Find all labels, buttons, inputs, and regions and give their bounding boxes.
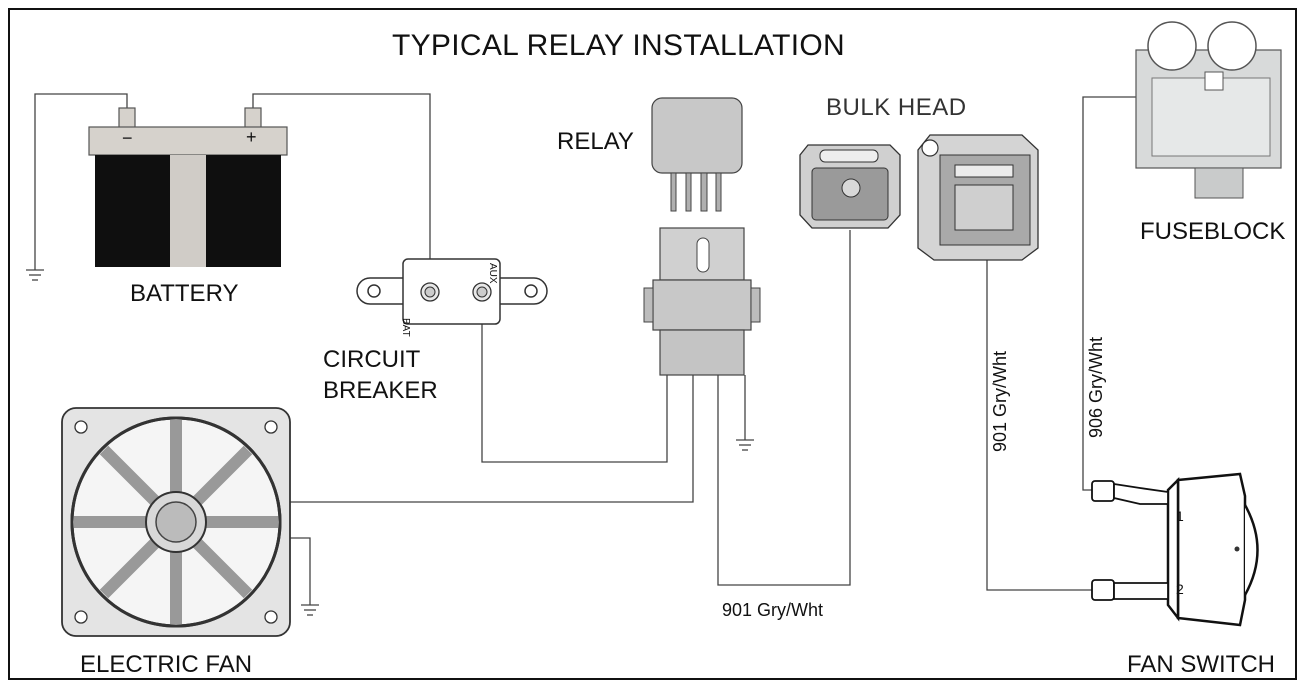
diagram-title: TYPICAL RELAY INSTALLATION	[392, 29, 845, 62]
fuseblock-label: FUSEBLOCK	[1140, 218, 1286, 245]
bulkhead-to-switch-wire	[986, 258, 1092, 591]
relay-to-bulkhead-wire	[717, 230, 851, 586]
switch-pin-2: 2	[1176, 581, 1184, 597]
fan-switch-icon	[1091, 472, 1259, 627]
circuit-breaker-icon	[356, 258, 548, 325]
wire-label-fuseblock-to-switch: 906 Gry/Wht	[1086, 336, 1106, 438]
wire-label-bulkhead-to-switch: 901 Gry/Wht	[990, 350, 1010, 452]
relay-label: RELAY	[557, 128, 634, 155]
fan-ground-wire	[290, 537, 311, 605]
wires	[34, 93, 1136, 605]
battery-to-breaker-wire	[252, 93, 431, 292]
relay-socket-icon	[643, 227, 761, 376]
switch-connector-2	[1091, 579, 1169, 601]
bulkhead-label: BULK HEAD	[826, 94, 967, 121]
fuseblock-icon	[1135, 21, 1282, 199]
fan-ground-icon	[301, 604, 319, 616]
electric-fan-label: ELECTRIC FAN	[80, 651, 253, 678]
circuit-breaker-label-line1: CIRCUIT	[323, 346, 421, 373]
battery-ground-wire	[34, 93, 128, 270]
fan-switch-label: FAN SWITCH	[1127, 651, 1275, 678]
battery-label: BATTERY	[130, 280, 239, 307]
relay-to-fan-wire	[290, 375, 694, 503]
breaker-aux-terminal: AUX	[487, 263, 498, 284]
breaker-to-relay-wire	[481, 292, 668, 463]
switch-pin-1: 1	[1176, 508, 1184, 524]
bulkhead-left-connector-icon	[799, 144, 901, 229]
relay-icon	[651, 97, 743, 212]
switch-connector-1	[1091, 480, 1169, 505]
breaker-bat-terminal: BAT	[400, 318, 411, 337]
ground-symbols	[26, 269, 754, 616]
fuseblock-to-switch-wire	[1082, 96, 1136, 491]
relay-ground-icon	[736, 439, 754, 451]
battery-ground-icon	[26, 269, 44, 281]
circuit-breaker-label-line2: BREAKER	[323, 377, 438, 404]
diagram-frame	[8, 8, 1297, 680]
battery-icon	[88, 107, 288, 267]
bulkhead-right-connector-icon	[917, 134, 1039, 261]
battery-negative-terminal: −	[122, 128, 133, 148]
wire-label-relay-to-bulkhead: 901 Gry/Wht	[722, 600, 824, 620]
battery-positive-terminal: +	[246, 127, 257, 147]
electric-fan-icon	[61, 407, 291, 637]
